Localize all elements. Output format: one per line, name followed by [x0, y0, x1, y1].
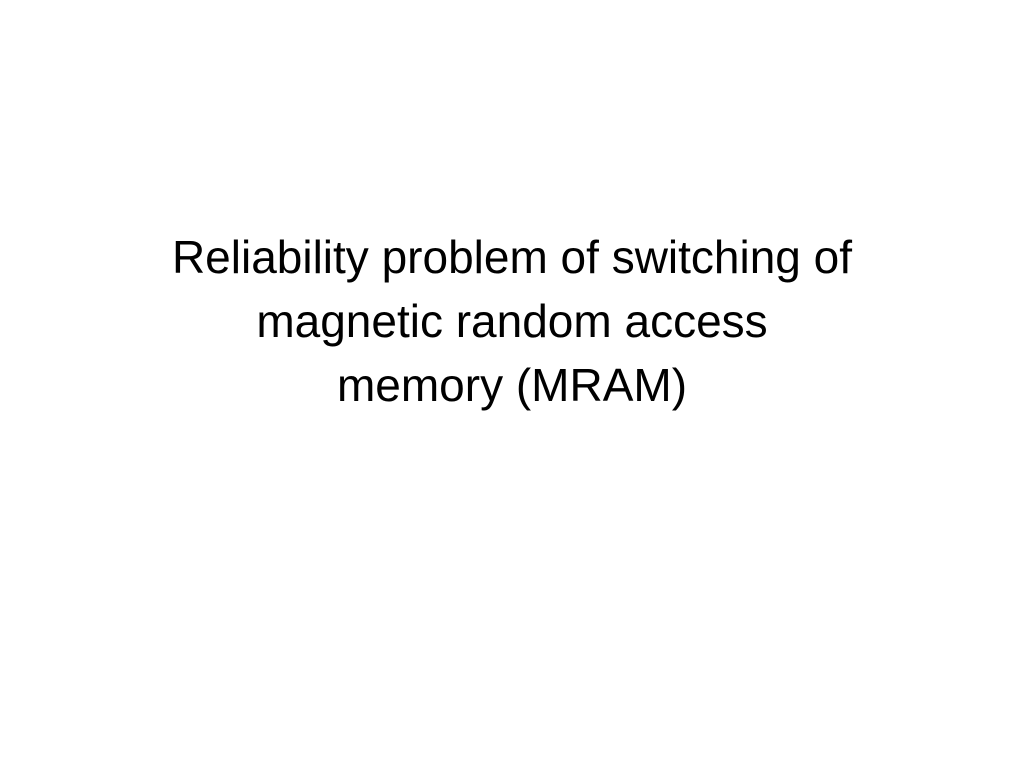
slide-title: Reliability problem of switching of magn… [60, 225, 964, 417]
slide-title-line-3: memory (MRAM) [336, 359, 688, 411]
slide-title-line-1: Reliability problem of switching of [171, 231, 853, 283]
slide-title-line-2: magnetic random access [256, 295, 768, 347]
